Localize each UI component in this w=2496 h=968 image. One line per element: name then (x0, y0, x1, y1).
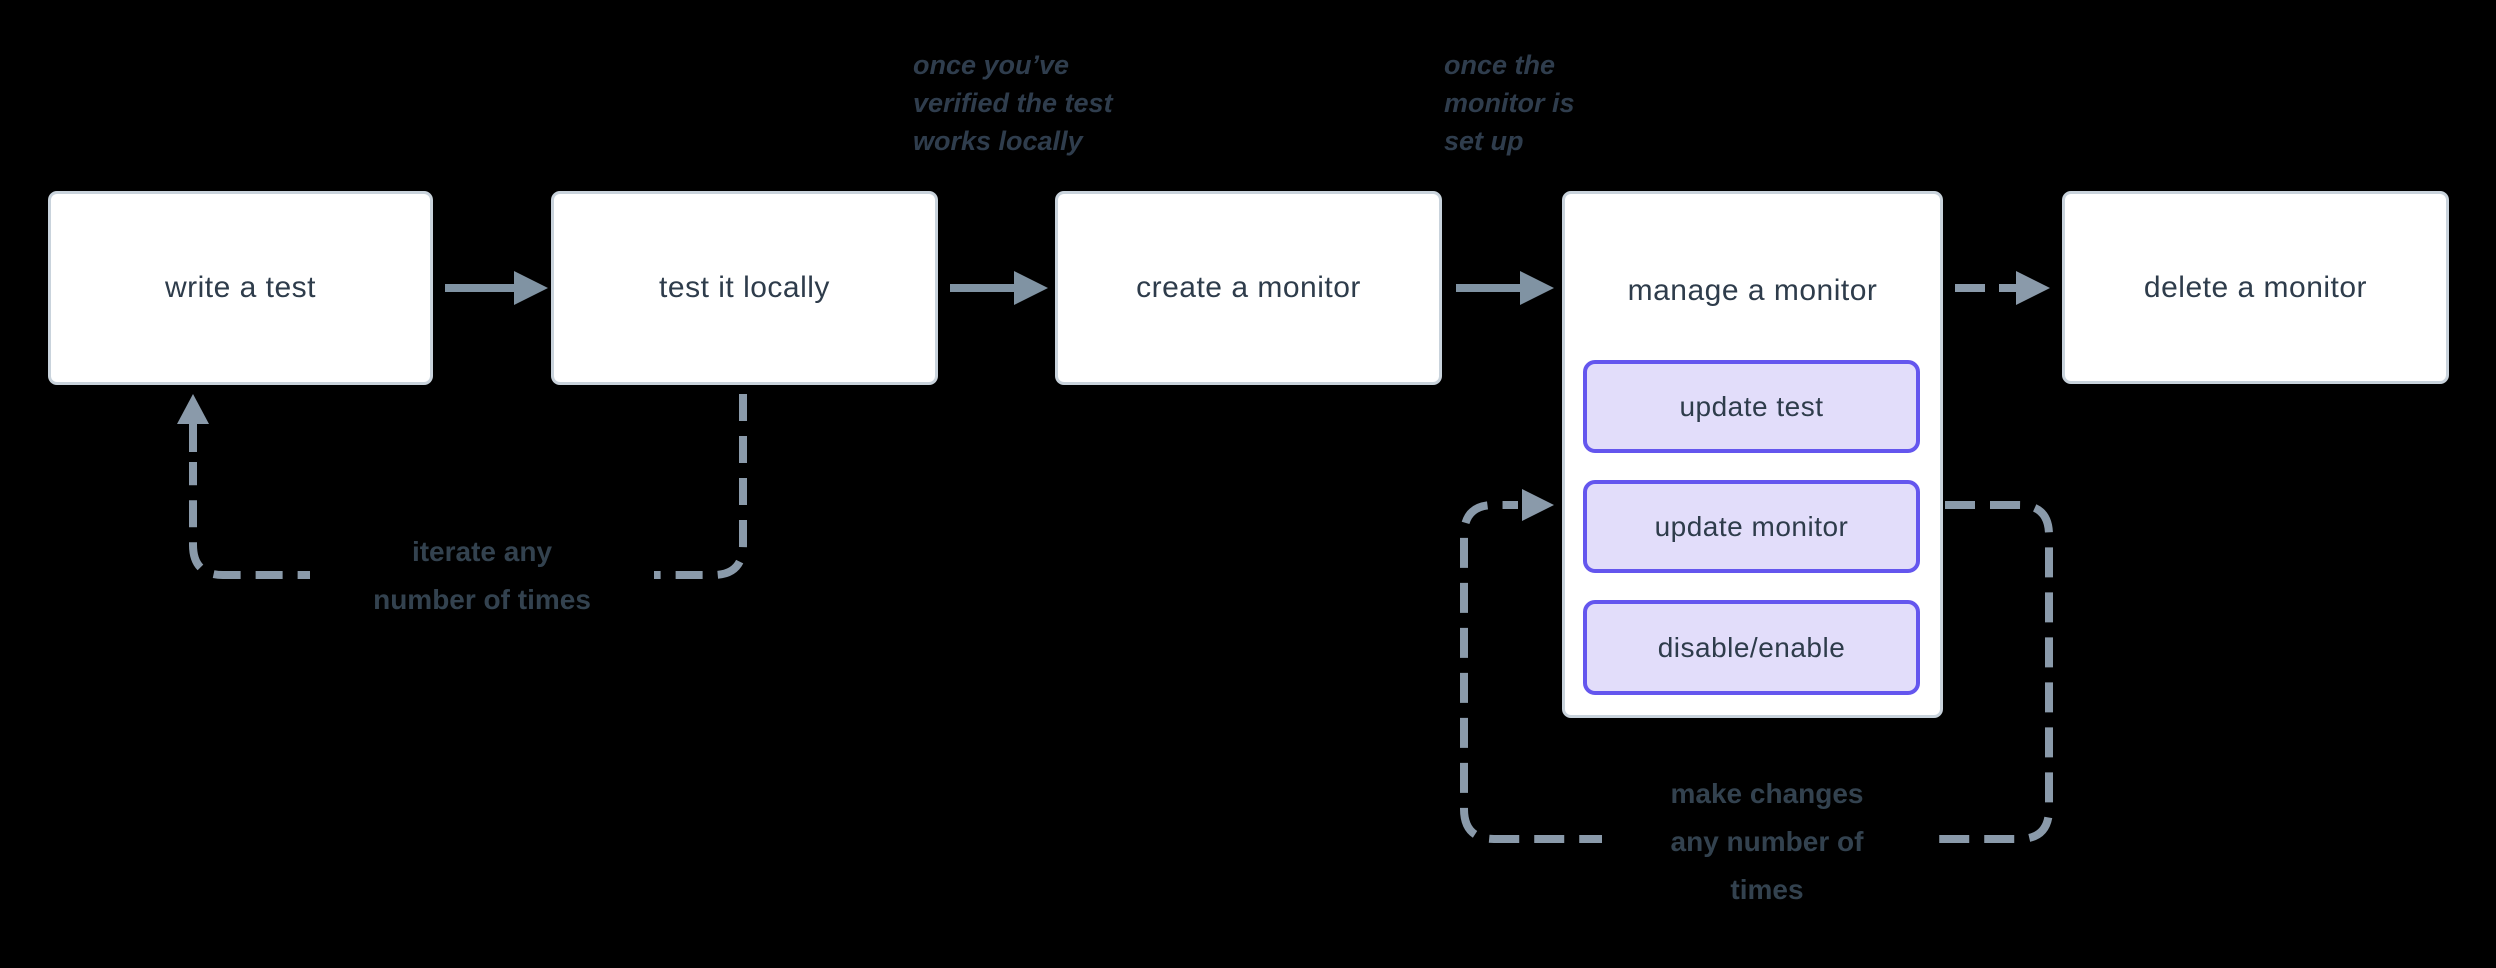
action-disable-enable-label: disable/enable (1657, 631, 1846, 663)
make-changes-loop-label-line3: times (1730, 874, 1804, 905)
action-update-test: update test (1583, 360, 1920, 453)
iterate-loop-label: iterate any number of times (310, 526, 654, 626)
action-update-test-label: update test (1679, 390, 1824, 422)
annotation-once-set-up-line1: once the (1444, 50, 1556, 80)
make-changes-loop-label-line2: any number of (1670, 826, 1864, 857)
node-manage-a-monitor-title: manage a monitor (1565, 194, 1940, 388)
action-update-monitor: update monitor (1583, 480, 1920, 573)
node-manage-a-monitor: manage a monitor update test update moni… (1562, 191, 1943, 718)
iterate-loop-label-line2: number of times (373, 584, 591, 615)
iterate-loop-label-line1: iterate any (411, 536, 553, 567)
node-create-a-monitor: create a monitor (1055, 191, 1442, 385)
arrow-create-to-manage-head (1520, 271, 1554, 305)
make-changes-loop-label: make changes any number of times (1602, 768, 1932, 916)
make-changes-loop-arrow-head (1522, 489, 1554, 521)
annotation-once-verified-line1: once you’ve (913, 50, 1070, 80)
make-changes-loop-label-line1: make changes (1670, 778, 1864, 809)
annotation-once-set-up-line3: set up (1444, 126, 1524, 156)
action-disable-enable: disable/enable (1583, 600, 1920, 695)
node-write-a-test: write a test (48, 191, 433, 385)
node-test-it-locally-label: test it locally (659, 271, 830, 304)
annotation-once-set-up-line2: monitor is (1444, 88, 1575, 118)
iterate-loop-arrow-head (177, 394, 209, 424)
annotation-once-verified-line2: verified the test (913, 88, 1113, 118)
node-test-it-locally: test it locally (551, 191, 938, 385)
node-write-a-test-label: write a test (164, 271, 317, 304)
node-create-a-monitor-label: create a monitor (1136, 271, 1361, 304)
node-delete-a-monitor: delete a monitor (2062, 191, 2449, 384)
annotation-once-verified: once you’ve verified the test works loca… (913, 46, 1113, 160)
arrow-write-to-test-head (514, 271, 548, 305)
dashed-arrow-manage-to-delete-head (2016, 271, 2050, 305)
node-manage-a-monitor-label: manage a monitor (1627, 274, 1878, 307)
node-delete-a-monitor-label: delete a monitor (2143, 270, 2368, 304)
arrow-test-to-create-head (1014, 271, 1048, 305)
annotation-once-set-up: once the monitor is set up (1444, 46, 1575, 160)
annotation-once-verified-line3: works locally (913, 126, 1083, 156)
action-update-monitor-label: update monitor (1654, 510, 1849, 542)
